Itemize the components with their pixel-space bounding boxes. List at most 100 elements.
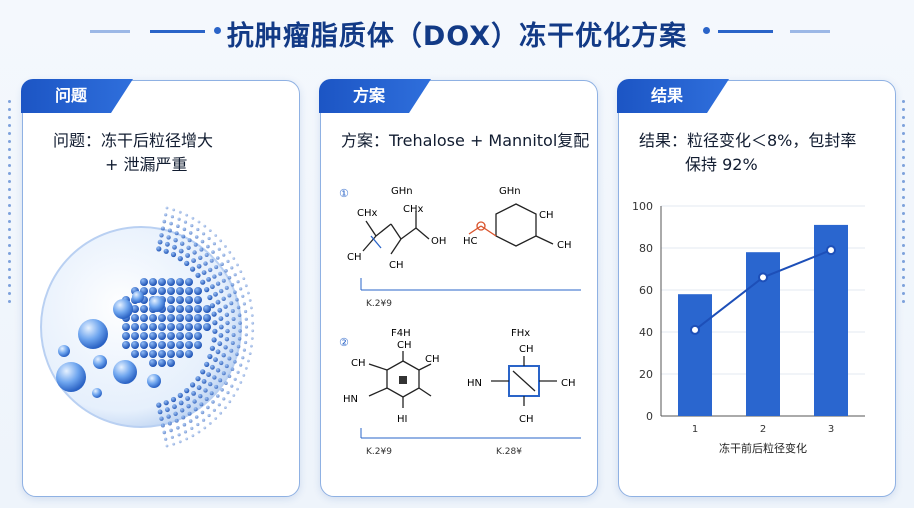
particle xyxy=(196,422,200,427)
particle xyxy=(227,275,232,280)
particle xyxy=(174,418,179,423)
particle xyxy=(233,290,237,294)
particle xyxy=(212,320,218,326)
particle xyxy=(227,293,232,298)
particle xyxy=(214,234,218,237)
core-particle xyxy=(158,332,166,340)
particle xyxy=(219,239,223,243)
core-particle xyxy=(194,314,202,322)
particle xyxy=(195,272,201,278)
particle xyxy=(167,228,172,233)
oxygen-marker xyxy=(476,221,486,231)
particle xyxy=(236,387,239,391)
particle xyxy=(244,309,248,314)
particle xyxy=(208,267,213,273)
particle xyxy=(233,360,237,364)
particle xyxy=(216,394,220,398)
chemical-structures: ① ② GHn CHx CHx CH CH OH GHn CH xyxy=(339,186,581,457)
particle xyxy=(222,397,226,401)
s1a-l2: CHx xyxy=(403,204,424,215)
particle xyxy=(156,402,162,408)
core-particle xyxy=(203,323,211,331)
particle xyxy=(197,220,201,224)
particle xyxy=(237,313,242,317)
particle xyxy=(203,224,207,228)
particle xyxy=(191,434,195,438)
core-particle xyxy=(149,359,157,367)
y-tick-label: 80 xyxy=(639,242,653,255)
problem-panel: 问题 问题：冻干后粒径增大 + 泄漏严重 xyxy=(22,80,300,497)
particle xyxy=(181,415,186,420)
core-particle xyxy=(185,287,193,295)
core-particle xyxy=(167,296,175,304)
particle xyxy=(214,384,219,389)
core-particle xyxy=(185,350,193,358)
particle xyxy=(170,435,174,439)
particle xyxy=(224,245,227,248)
structure-number-2: ② xyxy=(339,336,349,349)
particle xyxy=(178,248,184,254)
core-particle xyxy=(167,323,175,331)
s1a-top: GHn xyxy=(391,186,413,197)
particle xyxy=(215,349,221,355)
particle xyxy=(165,407,170,413)
particle xyxy=(220,262,224,266)
particle xyxy=(157,409,163,415)
structure-label-1: K.2¥9 xyxy=(366,299,392,309)
particle xyxy=(185,396,191,401)
particle xyxy=(202,418,206,422)
particle xyxy=(177,217,181,221)
particle xyxy=(200,410,205,415)
y-tick-label: 0 xyxy=(646,410,653,423)
particle xyxy=(239,381,243,384)
particle xyxy=(236,370,240,374)
particle xyxy=(190,426,194,430)
particle xyxy=(219,411,223,415)
particle xyxy=(176,224,180,228)
core-particle xyxy=(176,332,184,340)
particle xyxy=(218,378,223,383)
x-tick-label: 3 xyxy=(828,424,834,435)
particle xyxy=(250,344,253,348)
title-deco-dot-left xyxy=(214,27,221,34)
s1b-l1: CH xyxy=(539,210,554,221)
core-particle xyxy=(158,278,166,286)
core-particle xyxy=(203,314,211,322)
s1a-l4: CH xyxy=(389,260,404,271)
particle xyxy=(222,253,226,257)
particle xyxy=(170,251,177,258)
particle xyxy=(190,266,196,272)
core-particle xyxy=(176,305,184,313)
core-particle xyxy=(149,278,157,286)
core-particle xyxy=(149,323,157,331)
particle xyxy=(204,361,210,367)
s2b-top: FHx xyxy=(511,328,530,339)
particle xyxy=(183,220,188,224)
core-particle xyxy=(203,305,211,313)
particle xyxy=(182,227,187,232)
particle xyxy=(212,375,217,380)
core-particle xyxy=(140,314,148,322)
particle xyxy=(184,260,190,266)
core-particle xyxy=(167,305,175,313)
particle xyxy=(232,257,236,260)
particle xyxy=(166,414,171,419)
particle xyxy=(190,224,194,228)
core-particle xyxy=(140,323,148,331)
structure-mask xyxy=(429,248,579,286)
particle xyxy=(208,229,212,232)
particle xyxy=(164,213,168,217)
particle xyxy=(218,333,224,338)
title-deco-dash-right xyxy=(790,30,830,33)
particle xyxy=(217,341,223,347)
core-particle xyxy=(122,341,130,349)
x-tick-label: 2 xyxy=(760,424,766,435)
s2a-l3: CH xyxy=(425,354,440,365)
particle xyxy=(178,440,182,444)
core-particle xyxy=(194,341,202,349)
particle xyxy=(165,206,169,210)
core-particle xyxy=(158,314,166,322)
particle xyxy=(159,233,164,238)
core-particle xyxy=(167,278,175,286)
particle xyxy=(247,359,250,363)
